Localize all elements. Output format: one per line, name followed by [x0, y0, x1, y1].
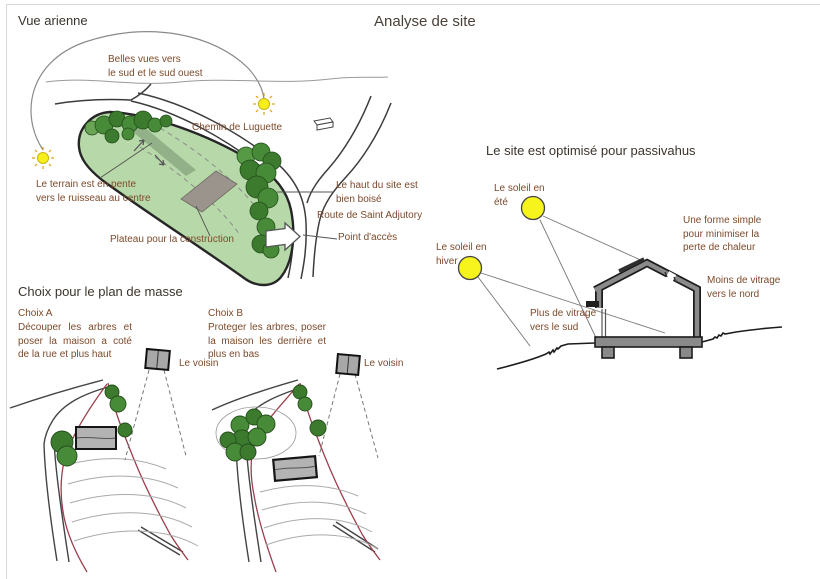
building-box-icon — [313, 117, 334, 131]
aerial-sketch — [30, 31, 392, 287]
window-lintel — [586, 301, 599, 307]
tree-cluster-right — [236, 142, 282, 259]
plan-masse-sketches — [9, 347, 381, 573]
footing-right — [679, 346, 693, 359]
label-terrain-pente: Le terrain est en pente vers le ruisseau… — [36, 179, 151, 204]
horizon-line — [45, 76, 389, 84]
ground-line — [496, 326, 783, 370]
roof-gap-tick — [664, 271, 668, 278]
house-a — [75, 426, 117, 450]
label-forme-simple: Une forme simple pour minimiser la perte… — [683, 215, 762, 253]
roof-gap-tick2 — [673, 276, 677, 283]
sun-ray-lines — [477, 215, 666, 347]
label-plateau: Plateau pour la construction — [110, 234, 234, 245]
south-glazing — [601, 309, 607, 337]
leader-lines — [99, 142, 338, 240]
page-title: Analyse de site — [374, 13, 476, 30]
site-track-strip — [127, 121, 196, 176]
aerial-title: Vue arienne — [18, 13, 88, 28]
roof-window-gap — [664, 271, 677, 283]
sketch-a-boundary-red — [60, 382, 189, 573]
voisin-building-b — [335, 352, 361, 377]
voisin-a-label: Le voisin — [179, 358, 219, 369]
sketch-a-sightlines — [124, 369, 187, 461]
choix-b-description: Proteger les arbres, poser la maison les… — [208, 322, 326, 360]
access-arrow-icon — [265, 221, 301, 252]
sketch-b-boundary-red — [250, 382, 381, 573]
sketch-b-sightlines — [318, 373, 379, 459]
solar-panel — [618, 257, 645, 273]
sketch-choix-b — [211, 352, 381, 573]
voisin-b-label: Le voisin — [364, 358, 404, 369]
tree-grove-outline — [215, 406, 297, 460]
passivhaus-title: Le site est optimisé pour passivahus — [486, 143, 696, 158]
slope-arrows — [133, 139, 165, 166]
label-chemin: Chemin de Luguette — [192, 122, 283, 133]
label-route: Route de Saint Adjutory — [317, 210, 423, 221]
sketch-a-trees — [50, 384, 133, 467]
sun-winter-icon — [457, 255, 483, 281]
site-contour-dashes — [139, 127, 259, 236]
passivhaus-sketch — [457, 195, 783, 370]
label-soleil-ete: Le soleil en été — [494, 183, 545, 208]
sun-icon-southwest — [253, 93, 275, 115]
label-belles-vues: Belles vues vers le sud et le sud ouest — [108, 54, 203, 79]
house-section — [586, 257, 703, 359]
choix-a-description: Découper les arbres et poser la maison a… — [18, 322, 132, 360]
label-haut-boise: Le haut du site est bien boisé — [336, 180, 418, 205]
footing-left — [601, 346, 615, 359]
label-plus-vitrage: Plus de vitrage vers le sud — [530, 308, 597, 333]
house-b — [272, 455, 319, 482]
label-point-acces: Point d'accès — [338, 232, 398, 243]
sketch-choix-a — [9, 347, 199, 573]
choix-b-label: Choix B — [208, 308, 244, 319]
sketch-b-contours — [259, 485, 379, 550]
view-arc — [30, 31, 265, 151]
floor-slab — [594, 336, 703, 348]
sun-icon-west — [32, 147, 54, 169]
sketch-b-trees — [219, 384, 327, 462]
sketch-a-contours — [65, 458, 199, 547]
plan-masse-title: Choix pour le plan de masse — [18, 284, 183, 299]
label-soleil-hiver: Le soleil en hiver — [436, 242, 487, 267]
sketch-a-roads — [9, 379, 184, 563]
sun-summer-icon — [520, 195, 546, 221]
plateau — [180, 170, 238, 213]
tree-cluster-top — [84, 110, 173, 144]
label-moins-vitrage: Moins de vitrage vers le nord — [707, 275, 781, 300]
choix-a-label: Choix A — [18, 308, 53, 319]
voisin-building-a — [144, 347, 171, 372]
